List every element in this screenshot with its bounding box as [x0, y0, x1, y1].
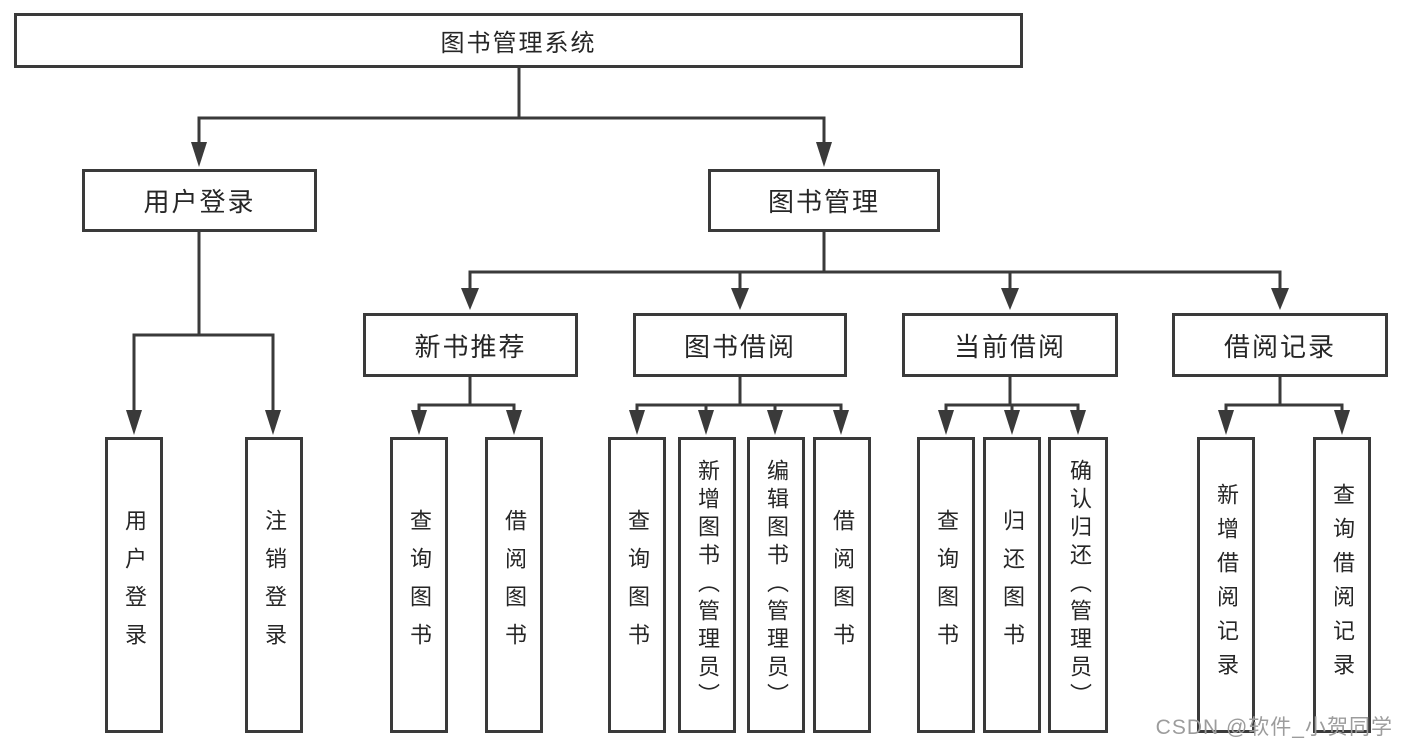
connector-book-mgmt-children [468, 230, 1282, 289]
arrowhead [1001, 288, 1019, 310]
arrowhead [629, 410, 645, 435]
connector-borrowing-children [635, 375, 843, 413]
arrowhead [1334, 410, 1350, 435]
arrowhead [506, 410, 522, 435]
arrowhead [411, 410, 427, 435]
leaf-confirm-return-admin: 确认归还（管理员） [1048, 437, 1108, 733]
connector-current-children [944, 375, 1080, 413]
arrowhead [698, 410, 714, 435]
arrowhead [265, 410, 281, 435]
node-borrowing-records: 借阅记录 [1172, 313, 1388, 377]
leaf-borrow-books-2: 借阅图书 [813, 437, 871, 733]
leaf-query-borrow-record: 查询借阅记录 [1313, 437, 1371, 733]
arrowhead [816, 142, 832, 167]
arrowheads [126, 142, 1350, 435]
leaf-user-login: 用户登录 [105, 437, 163, 733]
leaf-query-books-3: 查询图书 [917, 437, 975, 733]
arrowhead [731, 288, 749, 310]
node-book-management: 图书管理 [708, 169, 940, 232]
arrowhead [461, 288, 479, 310]
arrowhead [833, 410, 849, 435]
connector-records-children [1224, 375, 1344, 413]
node-library-system: 图书管理系统 [14, 13, 1023, 68]
arrowhead [1070, 410, 1086, 435]
leaf-add-books-admin: 新增图书（管理员） [678, 437, 736, 733]
connector-user-login-children [132, 230, 275, 413]
leaf-query-books-2: 查询图书 [608, 437, 666, 733]
node-new-book-recommend: 新书推荐 [363, 313, 578, 377]
arrowhead [938, 410, 954, 435]
leaf-query-books-1: 查询图书 [390, 437, 448, 733]
node-user-login: 用户登录 [82, 169, 317, 232]
connector-root-to-level2 [197, 66, 826, 145]
connector-new-book-children [417, 375, 516, 413]
leaf-edit-books-admin: 编辑图书（管理员） [747, 437, 805, 733]
arrowhead [1004, 410, 1020, 435]
leaf-logout: 注销登录 [245, 437, 303, 733]
csdn-watermark: CSDN @软件_小贺同学 [1155, 716, 1393, 739]
arrowhead [1271, 288, 1289, 310]
leaf-borrow-books-1: 借阅图书 [485, 437, 543, 733]
arrowhead [767, 410, 783, 435]
leaf-add-borrow-record: 新增借阅记录 [1197, 437, 1255, 733]
arrowhead [1218, 410, 1234, 435]
node-book-borrowing: 图书借阅 [633, 313, 847, 377]
arrowhead [191, 142, 207, 167]
node-current-borrowing: 当前借阅 [902, 313, 1118, 377]
arrowhead [126, 410, 142, 435]
leaf-return-books: 归还图书 [983, 437, 1041, 733]
